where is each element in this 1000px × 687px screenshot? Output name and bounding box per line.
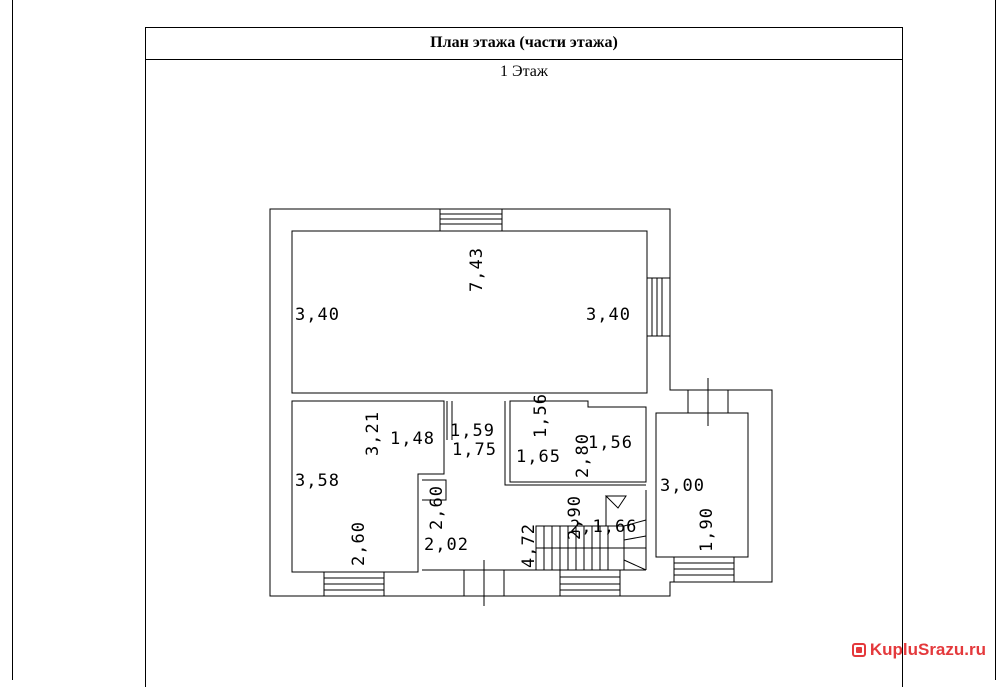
plan-sheet: План этажа (части этажа) 1 Этаж [145, 27, 903, 687]
dim-wc-height: 2,80 [573, 433, 593, 478]
outer-wall [269, 208, 773, 597]
window-porch [673, 556, 735, 583]
room-corridor [422, 479, 447, 501]
dim-room-left-width: 2,60 [349, 521, 369, 566]
dim-corridor-width: 1,48 [390, 429, 435, 449]
door-entrance [463, 560, 505, 606]
dim-room-left-height: 3,58 [295, 471, 340, 491]
window-bottom-left [323, 571, 385, 597]
dim-hall-length: 7,43 [467, 247, 487, 292]
dim-stair-a: 2,90 [565, 495, 585, 540]
dim-hall-right: 3,40 [586, 305, 631, 325]
dim-stair-c: 4,72 [519, 523, 539, 568]
watermark-text: KupluSrazu.ru [869, 640, 986, 659]
dim-hall-left: 3,40 [295, 305, 340, 325]
window-right [646, 277, 671, 337]
sheet-title: План этажа (части этажа) [146, 28, 902, 60]
dim-stair-e: 2,1,66 [570, 517, 637, 537]
door-porch [687, 378, 729, 426]
dim-passage-b: 1,75 [452, 440, 497, 460]
dim-stair-b: 2,60 [427, 485, 447, 530]
dim-wc-depth: 1,56 [531, 393, 551, 438]
dim-porch-width: 1,90 [697, 507, 717, 552]
staircase [535, 495, 647, 571]
dim-passage-a: 1,59 [450, 421, 495, 441]
page-right-border [995, 0, 1000, 680]
floor-label: 1 Этаж [500, 63, 548, 80]
room-wc [509, 400, 647, 483]
watermark-logo-icon [851, 643, 866, 657]
window-top [439, 208, 503, 232]
dim-porch-height: 3,00 [660, 476, 705, 496]
window-bottom-mid [559, 569, 621, 597]
dim-stair-d: 2,02 [424, 535, 469, 555]
page-left-border [0, 0, 13, 680]
watermark: KupluSrazu.ru [851, 640, 986, 660]
dim-wc-width: 1,65 [516, 447, 561, 467]
dim-bath-width: 1,56 [588, 433, 633, 453]
dim-room-left-depth: 3,21 [363, 411, 383, 456]
room-left [291, 400, 445, 573]
